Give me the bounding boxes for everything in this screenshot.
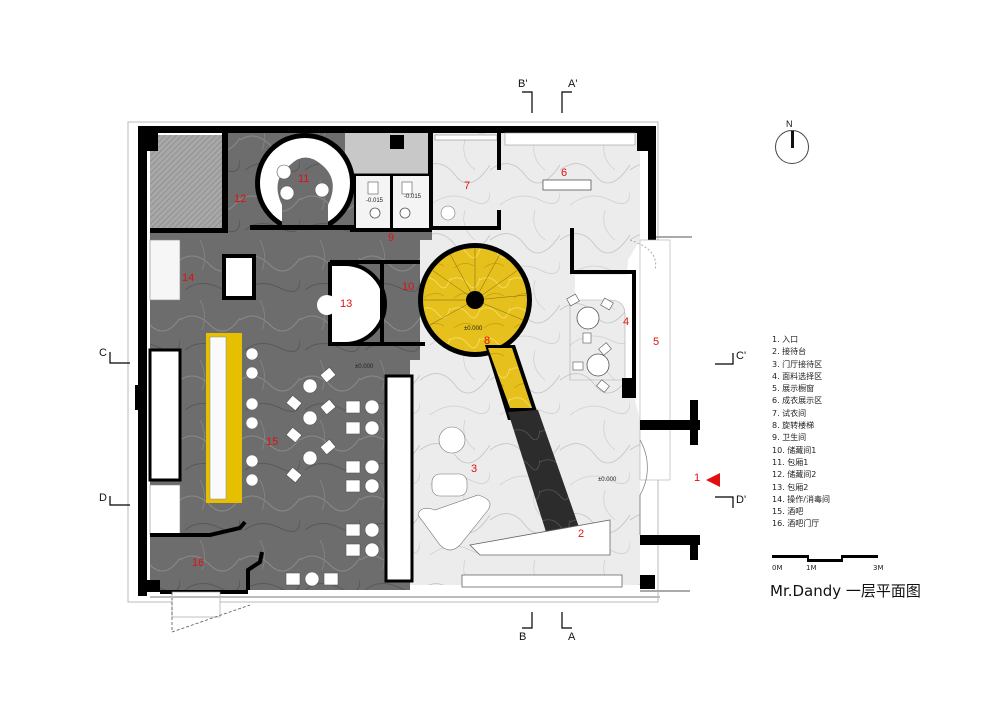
legend-item: 16. 酒吧门厅 [772, 519, 820, 529]
legend-item: 2. 接待台 [772, 347, 807, 357]
legend-item: 3. 门厅接待区 [772, 359, 823, 369]
section-mark-b-prime: B' [518, 78, 528, 90]
north-arrow-icon [775, 130, 809, 164]
legend-item: 14. 操作/消毒间 [772, 494, 830, 504]
section-mark-d-prime: D' [736, 494, 747, 506]
room-number-garment-display: 6 [561, 167, 568, 179]
room-number-lobby-reception: 3 [471, 463, 478, 475]
section-mark-c-prime: C' [736, 350, 747, 362]
north-label: N [786, 119, 793, 129]
scale-label-0m: 0M [772, 564, 783, 572]
room-number-storage-2: 12 [234, 193, 247, 205]
elevation-label: -0.015 [366, 198, 384, 204]
elevation-label: ±0.000 [464, 326, 483, 332]
section-mark-b: B [519, 631, 527, 643]
room-number-prep-room: 14 [182, 272, 195, 284]
room-number-private-room-1: 11 [298, 173, 310, 185]
room-number-bar-lobby: 16 [192, 557, 205, 569]
legend-item: 1. 入口 [772, 335, 799, 344]
section-mark-c: C [99, 347, 107, 359]
scale-label-3m: 3M [873, 564, 884, 572]
legend-item: 11. 包厢1 [772, 457, 809, 467]
legend-item: 12. 储藏间2 [772, 470, 817, 480]
room-legend: 1. 入口 2. 接待台 3. 门厅接待区 4. 面料选择区 5. 展示橱窗 6… [772, 334, 830, 531]
section-mark-a: A [568, 631, 576, 643]
room-number-spiral-stair: 8 [484, 335, 491, 347]
legend-item: 15. 酒吧 [772, 507, 804, 517]
legend-item: 9. 卫生间 [772, 433, 807, 443]
legend-item: 6. 成衣展示区 [772, 396, 823, 406]
legend-item: 13. 包厢2 [772, 482, 809, 492]
section-mark-d: D [99, 492, 107, 504]
elevation-label: -0.015 [404, 194, 422, 200]
entrance-arrow-icon [706, 473, 720, 487]
room-number-restroom: 9 [388, 232, 395, 244]
elevation-label: ±0.000 [598, 477, 617, 483]
legend-item: 10. 储藏间1 [772, 445, 817, 455]
scale-label-1m: 1M [806, 564, 817, 572]
room-number-entrance: 1 [694, 472, 701, 484]
legend-item: 5. 展示橱窗 [772, 384, 815, 394]
north-needle [791, 131, 794, 148]
room-number-display-window: 5 [653, 336, 660, 348]
legend-item: 7. 试衣间 [772, 408, 807, 418]
legend-item: 4. 面料选择区 [772, 371, 823, 381]
room-number-private-room-2: 13 [340, 298, 353, 310]
legend-item: 8. 旋转楼梯 [772, 421, 815, 431]
room-number-bar: 15 [266, 436, 279, 448]
section-mark-a-prime: A' [568, 78, 578, 90]
elevation-label: ±0.000 [355, 364, 374, 370]
room-number-fabric-selection: 4 [623, 316, 630, 328]
room-number-reception-desk: 2 [578, 528, 585, 540]
room-number-storage-1: 10 [402, 281, 415, 293]
plan-title: Mr.Dandy 一层平面图 [770, 582, 921, 600]
room-number-fitting-room: 7 [464, 180, 471, 192]
